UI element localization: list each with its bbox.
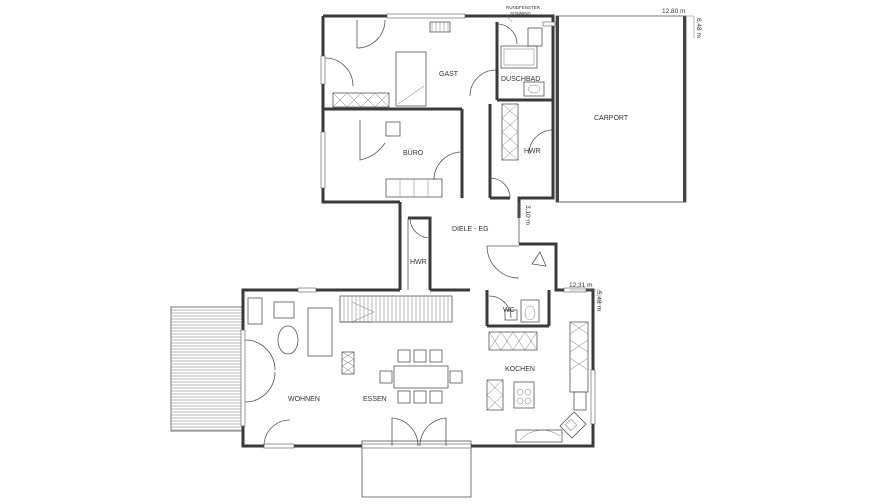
upper-block-walls bbox=[320, 13, 556, 218]
front-terrace bbox=[361, 440, 472, 498]
room-label-duschbad: DUSCHBAD bbox=[501, 76, 540, 83]
dimension-corridor-width: 3,10 m bbox=[524, 205, 531, 225]
room-label-wohnen: WOHNEN bbox=[288, 396, 320, 403]
upper-doors bbox=[324, 19, 554, 199]
duschbad-fixtures bbox=[500, 27, 545, 97]
room-label-carport: CARPORT bbox=[594, 115, 629, 122]
room-label-gast: GAST bbox=[439, 71, 459, 78]
terrace-deck bbox=[170, 306, 243, 432]
dimension-top-depth: 6,48 m bbox=[695, 18, 702, 38]
room-label-hwr-lower: HWR bbox=[410, 259, 427, 266]
kitchen-fixtures bbox=[486, 321, 589, 443]
room-label-kochen: KOCHEN bbox=[505, 366, 535, 373]
window-note-line2: SONNING bbox=[510, 11, 532, 16]
corridor-walls bbox=[398, 202, 547, 290]
staircase bbox=[339, 295, 453, 323]
gast-furniture bbox=[332, 21, 451, 108]
wc-fixtures bbox=[504, 299, 540, 323]
dimension-top-width: 12,80 m bbox=[662, 8, 686, 15]
dimension-bottom-depth: 5,48 m bbox=[595, 291, 602, 311]
lower-block-walls bbox=[240, 242, 596, 449]
window-note-line1: RUNDFENSTER bbox=[506, 5, 541, 10]
dining-table bbox=[379, 349, 463, 404]
lower-doors bbox=[244, 295, 512, 447]
room-label-diele: DIELE - EG bbox=[452, 226, 489, 233]
room-label-essen: ESSEN bbox=[363, 396, 387, 403]
room-label-hwr-upper: HWR bbox=[524, 148, 541, 155]
hwr-upper-shelves bbox=[501, 103, 519, 161]
room-label-wc: WC bbox=[503, 307, 515, 314]
room-label-buero: BÜRO bbox=[403, 149, 424, 157]
buero-furniture bbox=[385, 121, 443, 198]
dimension-bottom-width: 12,31 m bbox=[569, 282, 593, 289]
wohnen-furniture bbox=[247, 297, 355, 375]
dimension-lines bbox=[504, 13, 695, 312]
carport-structure bbox=[555, 15, 687, 203]
